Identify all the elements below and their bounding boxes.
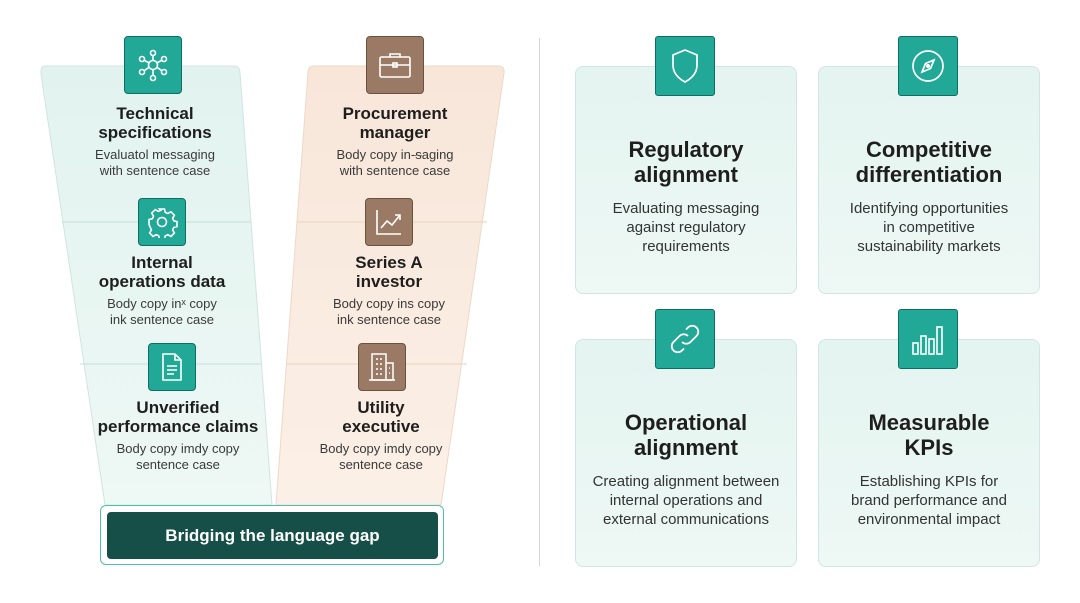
- link-icon: [655, 309, 715, 369]
- item-title: Utility executive: [342, 398, 420, 436]
- card-body: Establishing KPIs for brand performance …: [851, 473, 1007, 528]
- item-title: Internal operations data: [98, 253, 226, 291]
- shield-icon: [655, 36, 715, 96]
- briefcase-icon: [366, 36, 424, 94]
- bridge-button[interactable]: Bridging the language gap: [107, 512, 438, 559]
- network-icon: [124, 36, 182, 94]
- card-title: Operational alignment: [624, 410, 748, 460]
- right-item-procurement-manager: Procurement manager Body copy in-ᵴaging …: [315, 98, 475, 179]
- item-body: Evaluatol messaging with sentence case: [95, 147, 215, 178]
- left-item-technical-specifications: Technical specifications Evaluatol messa…: [70, 98, 240, 179]
- card-title: Measurable KPIs: [868, 410, 990, 460]
- building-icon: [358, 343, 406, 391]
- item-body: Body copy inˣ copy ink sentence case: [107, 296, 217, 327]
- gear-icon: [138, 198, 186, 246]
- document-icon: [148, 343, 196, 391]
- item-title: Technical specifications: [98, 104, 212, 142]
- card-competitive-differentiation: Competitive differentiation Identifying …: [818, 66, 1040, 294]
- card-measurable-kpis: Measurable KPIs Establishing KPIs for br…: [818, 339, 1040, 567]
- card-body: Identifying opportunities in competitive…: [849, 200, 1009, 255]
- right-item-series-a-investor: Series A investor Body copy ins copy ink…: [309, 247, 469, 328]
- item-body: Body copy imdy copy sentence case: [116, 441, 240, 472]
- right-item-utility-executive: Utility executive Body copy imdy copy se…: [301, 392, 461, 473]
- card-title: Competitive differentiation: [855, 137, 1003, 187]
- card-regulatory-alignment: Regulatory alignment Evaluating messagin…: [575, 66, 797, 294]
- card-body: Evaluating messaging against regulatory …: [612, 200, 760, 255]
- bar-chart-icon: [898, 309, 958, 369]
- left-item-internal-operations: Internal operations data Body copy inˣ c…: [82, 247, 242, 328]
- item-title: Unverified performance claims: [97, 398, 259, 436]
- item-body: Body copy ins copy ink sentence case: [332, 296, 445, 327]
- compass-icon: [898, 36, 958, 96]
- item-body: Body copy imdy copy sentence case: [319, 441, 443, 472]
- item-title: Procurement manager: [342, 104, 448, 142]
- growth-chart-icon: [365, 198, 413, 246]
- card-body: Creating alignment between internal oper…: [592, 473, 780, 528]
- left-item-unverified-claims: Unverified performance claims Body copy …: [88, 392, 268, 473]
- card-title: Regulatory alignment: [628, 137, 744, 187]
- card-operational-alignment: Operational alignment Creating alignment…: [575, 339, 797, 567]
- item-title: Series A investor: [355, 253, 423, 291]
- section-divider: [539, 38, 540, 566]
- item-body: Body copy in-ᵴaging with sentence case: [336, 147, 454, 178]
